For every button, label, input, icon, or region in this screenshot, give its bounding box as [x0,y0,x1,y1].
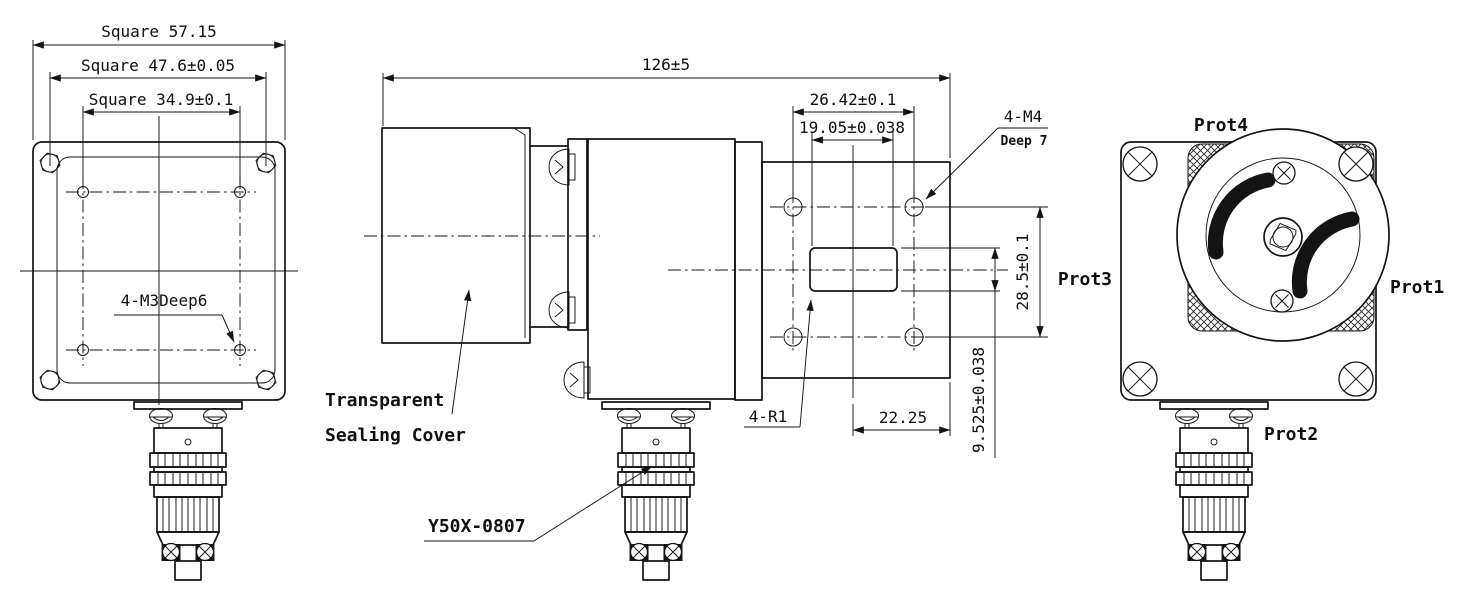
encoder-body [587,138,736,400]
rotor-screw-top [1272,161,1296,185]
side-dimension-boss-width: 19.05±0.038 [799,118,905,246]
label-prot4: Prot4 [1194,115,1248,136]
front-m3-hole [234,344,246,356]
rear-corner-screw [1122,146,1158,182]
tap-note-4-m4: 4-M4 Deep 7 [925,107,1048,200]
dim-1905: 19.05±0.038 [799,118,905,137]
front-m3-hole [77,344,89,356]
cover-screw [548,291,576,329]
note-4-m3-deep6: 4-M3Deep6 [121,291,208,310]
label-sealing-cover: Sealing Cover [325,425,466,446]
dim-2225: 22.25 [879,408,927,427]
dim-285: 28.5±0.1 [1013,233,1032,310]
side-dimension-boss-height: 9.525±0.038 [901,247,1000,458]
front-corner-screw [39,369,61,391]
dim-9525: 9.525±0.038 [969,347,988,453]
rear-view: Prot4 Prot3 Prot1 Prot2 [1058,115,1444,581]
rear-corner-screw [1338,146,1374,182]
front-dimension-bolt-square: Square 47.6±0.05 [49,56,267,166]
label-transparent: Transparent [325,390,444,411]
label-prot1: Prot1 [1390,277,1444,298]
side-dimension-hole-spacing-v: 28.5±0.1 [925,206,1048,338]
side-view: 126±5 26.42±0.1 [325,55,1048,581]
dim-square-5715: Square 57.15 [101,22,217,41]
side-dimension-overall: 126±5 [382,55,951,158]
front-view-connector [133,401,243,581]
center-hub [1263,217,1303,257]
note-deep-7: Deep 7 [1001,134,1048,149]
rotor-slot-arc-right [1291,211,1360,299]
cover-label: Transparent Sealing Cover [325,289,472,446]
rear-view-connector [1159,401,1269,581]
rear-corner-screw [1122,361,1158,397]
dim-126: 126±5 [642,55,690,74]
rotor-slot-arc-left [1207,172,1276,260]
sealing-cover [381,127,531,344]
label-y50x-0807: Y50X-0807 [428,516,526,537]
label-prot3: Prot3 [1058,269,1112,290]
note-4-m4: 4-M4 [1004,107,1043,126]
body-screw [563,361,591,399]
rear-corner-screw [1338,361,1374,397]
side-dimension-hole-spacing-h: 26.42±0.1 [792,90,915,196]
square-flange-edge [734,141,763,401]
index-boss [809,247,898,292]
front-dimension-hole-square: Square 34.9±0.1 [82,90,241,184]
dim-2642: 26.42±0.1 [810,90,897,109]
side-dimension-edge-offset: 22.25 [852,382,951,436]
front-dimension-outer: Square 57.15 [32,22,286,140]
front-thread-note: 4-M3Deep6 [114,291,235,343]
front-m3-hole [234,186,246,198]
rotor-screw-bottom [1270,289,1294,313]
side-view-connector [601,401,711,581]
note-4-r1: 4-R1 [749,407,788,426]
front-m3-hole [77,186,89,198]
cover-mount-flange [567,138,588,331]
cover-screw [548,148,576,186]
front-view: Square 57.15 Square 47.6±0.05 Square 34.… [20,22,298,581]
dim-square-476: Square 47.6±0.05 [81,56,235,75]
label-prot2: Prot2 [1264,424,1318,445]
corner-radius-note: 4-R1 [744,299,814,428]
front-flange-inner-edge [56,156,276,384]
front-corner-screw [255,369,277,391]
connector-model-label: Y50X-0807 [424,465,653,542]
dim-square-349: Square 34.9±0.1 [89,90,234,109]
